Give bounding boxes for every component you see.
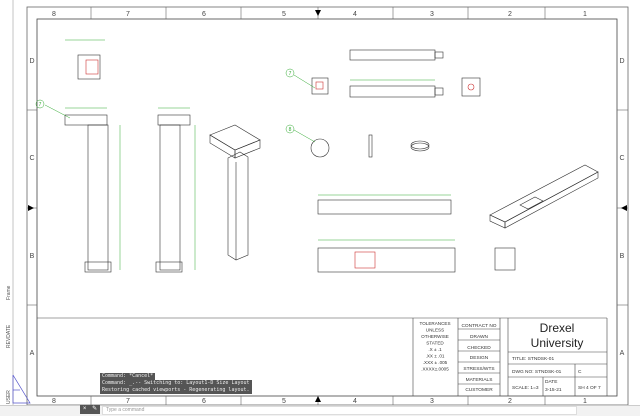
command-input[interactable]: Type a command <box>102 406 577 415</box>
zone-labels-bottom: 8 7 6 5 4 3 2 1 <box>52 398 587 405</box>
svg-text:DATE: DATE <box>545 379 557 385</box>
svg-text:8: 8 <box>52 398 56 405</box>
command-history-line: Command: *Cancel* <box>100 373 156 380</box>
user-label: USER <box>6 390 12 404</box>
svg-text:1: 1 <box>583 11 587 18</box>
title-block-values: TITLE: STNDSK-01 DWG NO: STNDSK-01 C SCA… <box>512 356 601 393</box>
detail-callouts: 7 7 8 <box>35 68 295 134</box>
inner-border <box>36 18 618 397</box>
svg-text:B: B <box>30 253 35 260</box>
svg-text:A: A <box>30 350 35 357</box>
frame-label: Frame <box>6 285 12 300</box>
svg-text:2: 2 <box>508 398 512 405</box>
svg-text:D: D <box>619 58 624 65</box>
svg-text:3: 3 <box>430 11 434 18</box>
command-placeholder: Type a command <box>106 407 145 413</box>
svg-text:C: C <box>29 155 34 162</box>
command-history-line: Command: _.-- Switching to: Layout1-D Si… <box>100 380 252 387</box>
ucs-icon <box>12 374 31 404</box>
centering-arrows <box>28 10 627 402</box>
svg-text:8: 8 <box>289 127 292 133</box>
svg-text:.X ± .1: .X ± .1 <box>428 347 442 352</box>
svg-text:DRAWN: DRAWN <box>470 334 488 340</box>
svg-text:.XX ± .01: .XX ± .01 <box>426 354 445 359</box>
zone-labels-top: 8 7 6 5 4 3 2 1 <box>52 11 587 18</box>
company-name-line2: University <box>531 336 584 350</box>
svg-text:D: D <box>29 58 34 65</box>
svg-text:6: 6 <box>202 398 206 405</box>
svg-text:C: C <box>578 369 582 375</box>
close-icon[interactable]: × <box>82 406 87 412</box>
svg-text:1: 1 <box>583 398 587 405</box>
svg-text:SH 4 OF 7: SH 4 OF 7 <box>578 385 601 391</box>
svg-text:STRESS/WTS: STRESS/WTS <box>463 366 494 372</box>
svg-text:A: A <box>620 350 625 357</box>
svg-text:7: 7 <box>126 11 130 18</box>
svg-text:4: 4 <box>353 398 357 405</box>
company-name-line1: Drexel <box>540 321 575 335</box>
svg-text:SCALE: 1=3: SCALE: 1=3 <box>512 385 539 391</box>
svg-text:UNLESS: UNLESS <box>426 328 444 333</box>
part-views <box>64 49 599 273</box>
svg-text:2: 2 <box>508 11 512 18</box>
svg-text:CUSTOMER: CUSTOMER <box>465 387 493 393</box>
svg-text:TOLERANCES: TOLERANCES <box>419 321 450 326</box>
svg-text:5: 5 <box>282 398 286 405</box>
row-labels: D C B A D C B A <box>29 58 624 357</box>
command-buttons: × ✎ <box>80 405 100 414</box>
zone-ticks <box>27 7 628 405</box>
svg-text:4: 4 <box>353 11 357 18</box>
svg-text:3-15-21: 3-15-21 <box>545 387 562 393</box>
svg-text:STATED: STATED <box>426 341 444 346</box>
svg-text:MATERIALS: MATERIALS <box>466 377 493 383</box>
svg-text:.XXXX±.0005: .XXXX±.0005 <box>421 367 449 372</box>
svg-text:CHECKED: CHECKED <box>467 345 491 351</box>
svg-text:DWG NO: STNDSK-01: DWG NO: STNDSK-01 <box>512 369 562 375</box>
title-block <box>37 317 608 396</box>
svg-text:C: C <box>619 155 624 162</box>
svg-text:DESIGN: DESIGN <box>470 355 489 361</box>
revdate-label: REVDATE <box>6 324 12 348</box>
svg-text:7: 7 <box>126 398 130 405</box>
wrench-icon[interactable]: ✎ <box>92 406 98 412</box>
svg-text:7: 7 <box>289 71 292 77</box>
svg-text:3: 3 <box>430 398 434 405</box>
svg-text:OTHERWISE: OTHERWISE <box>421 334 449 339</box>
svg-text:5: 5 <box>282 11 286 18</box>
svg-text:B: B <box>620 253 625 260</box>
svg-text:.XXX ± .005: .XXX ± .005 <box>423 360 448 365</box>
command-history-line: Restoring cached viewports - Regeneratin… <box>100 387 252 394</box>
svg-text:6: 6 <box>202 11 206 18</box>
svg-text:CONTRACT NO: CONTRACT NO <box>461 323 496 329</box>
svg-text:8: 8 <box>52 11 56 18</box>
svg-text:TITLE: STNDSK-01: TITLE: STNDSK-01 <box>512 356 554 362</box>
dimension-lines <box>44 39 455 270</box>
title-block-fields: CONTRACT NO DRAWN CHECKED DESIGN STRESS/WTS M… <box>461 323 496 393</box>
svg-text:7: 7 <box>39 102 42 108</box>
